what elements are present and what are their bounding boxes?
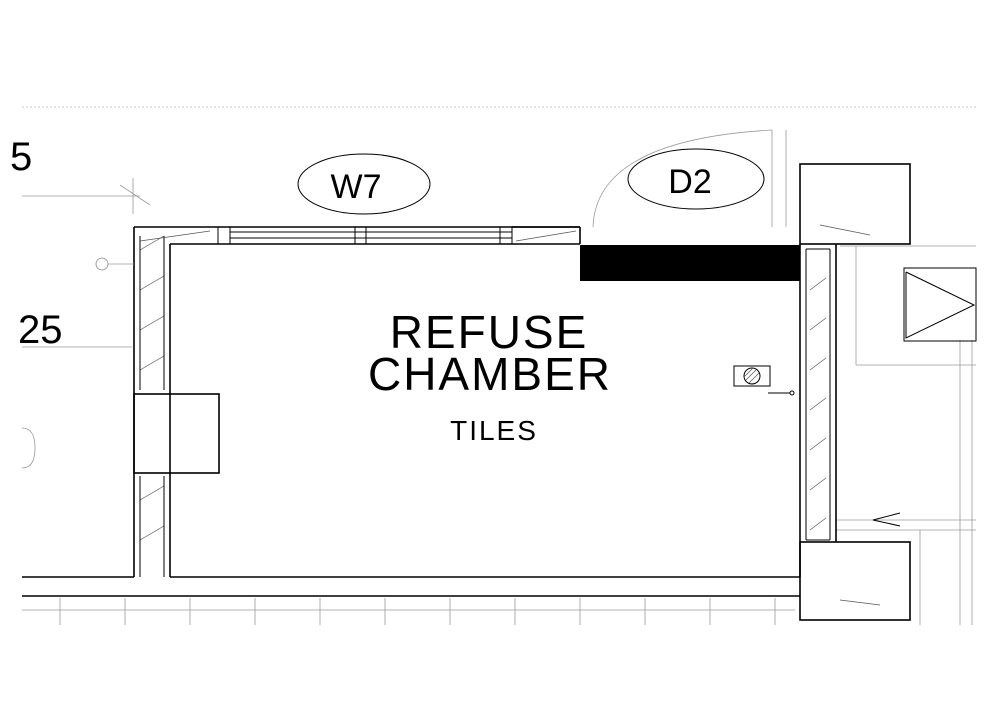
- triangle-symbol: [903, 267, 977, 342]
- partial-label-top: 5: [10, 135, 32, 179]
- room-finish: TILES: [450, 415, 538, 446]
- right-column-top: [799, 163, 911, 245]
- wall-hatching: [139, 230, 827, 577]
- left-column: [133, 393, 220, 474]
- direction-arrow-icon: [872, 512, 901, 527]
- door-swing: [592, 129, 787, 228]
- room-walls: [22, 226, 837, 597]
- floor-drain-icon: [733, 365, 771, 387]
- room-name-line2: CHAMBER: [368, 348, 612, 400]
- door-tag: D2: [668, 163, 711, 201]
- window-tag: W7: [331, 168, 382, 206]
- door-tag-bubble: [627, 148, 765, 210]
- wall-fixture-icon: [95, 257, 109, 271]
- partial-label-left: 25: [18, 308, 63, 352]
- construction-lines: [21, 178, 976, 625]
- door-leaf: [580, 245, 800, 281]
- right-column-bottom: [799, 541, 911, 621]
- window-tag-bubble: [297, 153, 431, 215]
- room-name-line1: REFUSE: [390, 306, 589, 358]
- handle-icon: [768, 390, 795, 396]
